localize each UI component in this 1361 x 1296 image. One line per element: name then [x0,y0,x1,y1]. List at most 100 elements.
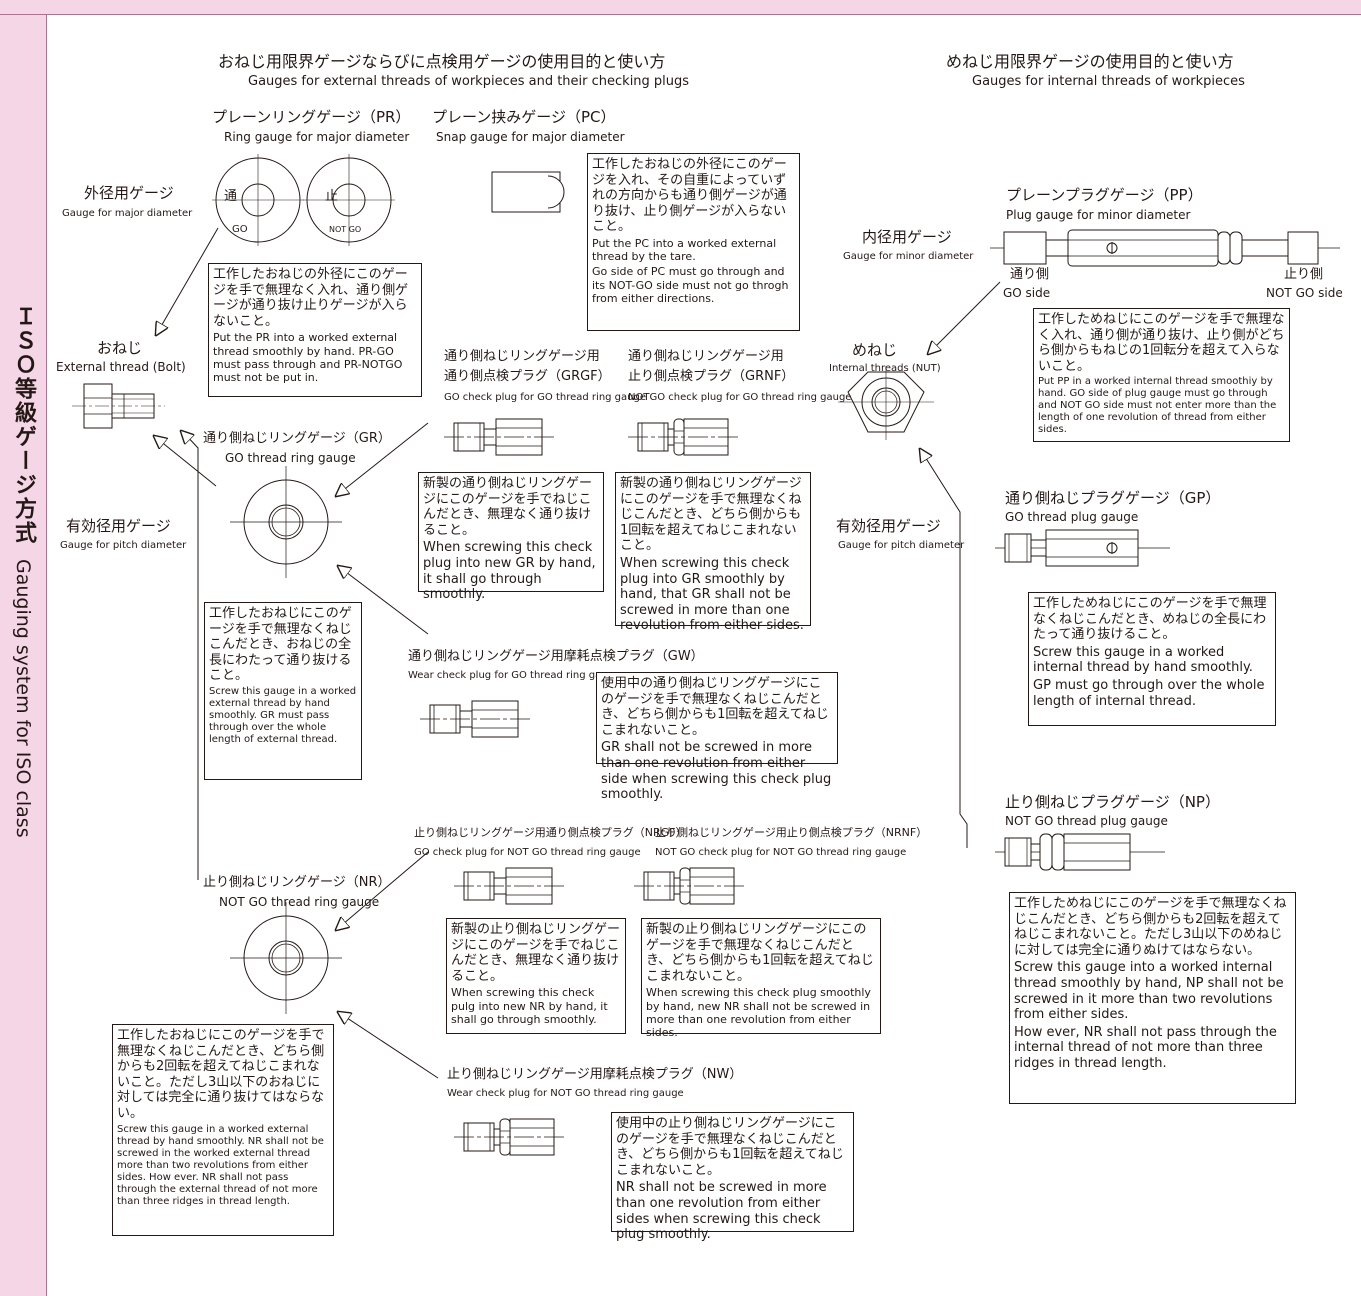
major-gauge-en: Gauge for major diameter [62,208,193,219]
np-description-ja: 工作しためねじにこのゲージを手で無理なくねじこんだとき、どちら側からも2回転を超… [1014,896,1287,958]
gp-description-en2: GP must go through over the whole length… [1033,677,1265,709]
notgo-side-en: NOT GO side [1266,286,1343,300]
gr-description-box: 工作したおねじにこのゲージを手で無理なくねじこんだとき、おねじの全長にわたって通… [204,602,362,780]
nrgf-description-box: 新製の止り側ねじリングゲージにこのゲージを手でねじこんだとき、無理なく通り抜ける… [446,918,626,1034]
left-header-en: Gauges for external threads of workpiece… [248,74,690,89]
grgf-label-en: GO check plug for GO thread ring gauge [444,392,646,403]
nr-description-en: Screw this gauge in a worked external th… [117,1123,324,1207]
nrnf-label-ja: 止り側ねじリングゲージ用止り側点検プラグ（NRNF） [655,826,928,839]
minor-gauge-ja: 内径用ゲージ [862,228,952,246]
pp-description-ja: 工作しためねじにこのゲージを手で無理なく入れ、通り側が通り抜け、止り側がどちら側… [1038,312,1285,374]
np-description-en1: Screw this gauge into a worked internal … [1014,960,1284,1023]
nrgf-description-ja: 新製の止り側ねじリングゲージにこのゲージを手でねじこんだとき、無理なく通り抜ける… [451,922,621,984]
gw-label-ja: 通り側ねじリングゲージ用摩耗点検プラグ（GW） [408,649,704,664]
pc-description-box: 工作したおねじの外径にこのゲージを入れ、その自重によっていずれの方向からも通り側… [587,153,800,331]
grgf-label-ja2: 通り側点検プラグ（GRGF） [444,369,611,384]
pc-label-en: Snap gauge for major diameter [436,130,625,144]
pp-label-ja: プレーンプラグゲージ（PP） [1006,186,1203,204]
nw-description-en: NR shall not be screwed in more than one… [616,1180,827,1243]
gp-description-ja: 工作しためねじにこのゲージを手で無理なくねじこんだとき、めねじの全長にわたって通… [1033,596,1267,643]
pitch-gauge-right-ja: 有効径用ゲージ [836,517,941,535]
pc-description-en1: Put the PC into a worked external thread… [592,236,777,264]
pr-description-ja: 工作したおねじの外径にこのゲージを手で無理なく入れ、通り側ゲージが通り抜け止りゲ… [213,267,409,329]
pr-label-ja: プレーンリングゲージ（PR） [212,108,411,126]
sidebar-title: ＩＳＯ等級ゲージ方式 Gauging system for ISO class [7,305,39,838]
notgo-text: NOT GO [329,225,362,234]
gw-label-en: Wear check plug for GO thread ring gauge [408,670,621,681]
grnf-label-ja1: 通り側ねじリングゲージ用 [628,349,784,364]
gp-description-en1: Screw this gauge in a worked internal th… [1033,644,1253,676]
bolt-label-ja: おねじ [97,339,143,357]
gr-description-ja: 工作したおねじにこのゲージを手で無理なくねじこんだとき、おねじの全長にわたって通… [209,606,352,684]
top-band [0,0,1361,15]
nw-description-ja: 使用中の止り側ねじリングゲージにこのゲージを手で無理なくねじこんだとき、どちら側… [616,1116,844,1178]
pp-description-en: Put PP in a worked internal thread smoot… [1038,376,1277,436]
grgf-description-box: 新製の通り側ねじリングゲージにこのゲージを手でねじこんだとき、無理なく通り抜ける… [418,472,604,602]
gp-label-ja: 通り側ねじプラグゲージ（GP） [1005,489,1221,507]
minor-gauge-en: Gauge for minor diameter [843,251,974,262]
grnf-label-ja2: 止り側点検プラグ（GRNF） [628,369,795,384]
pr-label-en: Ring gauge for major diameter [224,130,410,144]
sidebar-title-ja: ＩＳＯ等級ゲージ方式 [11,305,36,545]
pc-description-ja: 工作したおねじの外径にこのゲージを入れ、その自重によっていずれの方向からも通り側… [592,157,787,235]
nr-label-ja: 止り側ねじリングゲージ（NR） [203,875,391,890]
nr-description-ja: 工作したおねじにこのゲージを手で無理なくねじこんだとき、どちら側からも2回転を超… [117,1028,325,1121]
grnf-description-en: When screwing this check plug into GR sm… [620,555,804,634]
nr-description-box: 工作したおねじにこのゲージを手で無理なくねじこんだとき、どちら側からも2回転を超… [112,1024,334,1236]
np-label-en: NOT GO thread plug gauge [1005,814,1168,828]
grgf-description-ja: 新製の通り側ねじリングゲージにこのゲージを手でねじこんだとき、無理なく通り抜ける… [423,476,593,538]
notgo-side-ja: 止り側 [1284,267,1324,282]
sidebar-title-en: Gauging system for ISO class [12,559,34,838]
gw-description-en: GR shall not be screwed in more than one… [601,740,832,803]
gp-label-en: GO thread plug gauge [1005,510,1139,524]
right-header-ja: めねじ用限界ゲージの使用目的と使い方 [946,52,1234,71]
grnf-description-box: 新製の通り側ねじリングゲージにこのゲージを手で無理なくねじこんだとき、どちら側か… [615,472,811,633]
stop-mark: 止 [325,189,339,204]
pr-description-box: 工作したおねじの外径にこのゲージを手で無理なく入れ、通り側ゲージが通り抜け止りゲ… [208,263,422,397]
nrnf-label-en: NOT GO check plug for NOT GO thread ring… [655,847,907,858]
grgf-label-ja1: 通り側ねじリングゲージ用 [444,349,600,364]
nr-label-en: NOT GO thread ring gauge [219,895,380,909]
pitch-gauge-right-en: Gauge for pitch diameter [838,540,965,551]
nw-label-en: Wear check plug for NOT GO thread ring g… [447,1088,684,1099]
nrgf-label-en: GO check plug for NOT GO thread ring gau… [414,847,641,858]
nw-description-box: 使用中の止り側ねじリングゲージにこのゲージを手で無理なくねじこんだとき、どちら側… [611,1112,854,1242]
nrgf-label-ja: 止り側ねじリングゲージ用通り側点検プラグ（NRGF） [414,826,687,839]
pitch-gauge-left-en: Gauge for pitch diameter [60,540,187,551]
pp-description-box: 工作しためねじにこのゲージを手で無理なく入れ、通り側が通り抜け、止り側がどちら側… [1033,308,1290,442]
nrnf-description-box: 新製の止り側ねじリングゲージにこのゲージを手で無理なくねじこんだとき、どちら側か… [641,918,881,1039]
go-side-ja: 通り側 [1010,267,1050,282]
gr-description-en: Screw this gauge in a worked external th… [209,685,357,745]
pc-label-ja: プレーン挟みゲージ（PC） [432,108,616,126]
pr-description-en: Put the PR into a worked external thread… [213,331,403,384]
go-side-en: GO side [1003,286,1051,300]
np-label-ja: 止り側ねじプラグゲージ（NP） [1005,793,1220,811]
pc-description-en2: Go side of PC must go through and its NO… [592,265,789,305]
pp-label-en: Plug gauge for minor diameter [1006,208,1191,222]
right-header-en: Gauges for internal threads of workpiece… [972,74,1245,89]
gw-description-box: 使用中の通り側ねじリングゲージにこのゲージを手で無理なくねじこんだとき、どちら側… [596,672,838,802]
gw-description-ja: 使用中の通り側ねじリングゲージにこのゲージを手で無理なくねじこんだとき、どちら側… [601,676,829,738]
nrgf-description-en: When screwing this check pulg into new N… [451,986,608,1026]
grnf-description-ja: 新製の通り側ねじリングゲージにこのゲージを手で無理なくねじこんだとき、どちら側か… [620,476,802,554]
nrnf-description-ja: 新製の止り側ねじリングゲージにこのゲージを手で無理なくねじこんだとき、どちら側か… [646,922,874,984]
grgf-description-en: When screwing this check plug into new G… [423,540,596,603]
np-description-box: 工作しためねじにこのゲージを手で無理なくねじこんだとき、どちら側からも2回転を超… [1009,892,1296,1104]
grnf-label-en: NOTGO check plug for GO thread ring gaug… [628,392,852,403]
go-text: GO [232,224,248,235]
nw-label-ja: 止り側ねじリングゲージ用摩耗点検プラグ（NW） [447,1067,743,1082]
sidebar: ＩＳＯ等級ゲージ方式 Gauging system for ISO class [0,15,46,1296]
nut-label-en: Internal threads (NUT) [829,363,941,374]
pitch-gauge-left-ja: 有効径用ゲージ [66,517,171,535]
gr-label-en: GO thread ring gauge [225,451,356,465]
np-description-en2: How ever, NR shall not pass through the … [1014,1024,1277,1071]
major-gauge-ja: 外径用ゲージ [84,184,174,202]
gr-label-ja: 通り側ねじリングゲージ（GR） [203,431,391,446]
sidebar-band [0,15,47,1296]
nut-label-ja: めねじ [852,341,898,359]
bolt-label-en: External thread (Bolt) [56,360,186,374]
left-header-ja: おねじ用限界ゲージならびに点検用ゲージの使用目的と使い方 [218,52,666,71]
nrnf-description-en: When screwing this check plug smoothly b… [646,986,871,1039]
gp-description-box: 工作しためねじにこのゲージを手で無理なくねじこんだとき、めねじの全長にわたって通… [1028,592,1276,726]
